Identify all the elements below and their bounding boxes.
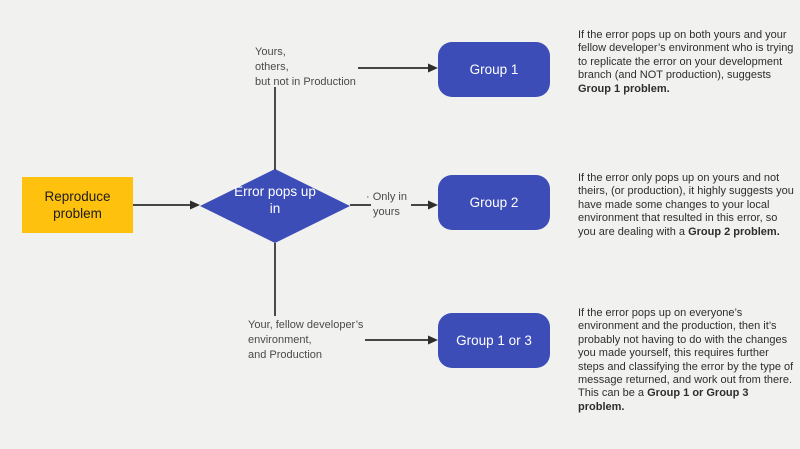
condition-label-bottom-branch: Your, fellow developer’s environment, an… <box>248 318 363 363</box>
annotation-text: If the error only pops up on yours and n… <box>578 172 794 238</box>
result-node-label: Group 1 <box>469 62 519 77</box>
condition-label-middle-branch: · Only in yours <box>366 190 407 220</box>
result-node-group-1-or-3: Group 1 or 3 <box>438 313 550 368</box>
arrowhead-into-decision <box>190 200 200 210</box>
arrowhead-into-group2 <box>428 200 438 210</box>
arrowhead-into-group1 <box>428 63 438 73</box>
annotation-bold-conclusion: Group 1 or Group 3 problem. <box>578 387 749 413</box>
annotation-group-1: If the error pops up on both yours and y… <box>578 29 796 96</box>
annotation-text: If the error pops up on everyone’s envir… <box>578 307 794 400</box>
decision-node-label: Error pops up in <box>234 184 316 216</box>
condition-line: but not in Production <box>255 76 356 88</box>
annotation-bold-conclusion: Group 1 problem. <box>578 82 670 95</box>
annotation-group-2: If the error only pops up on yours and n… <box>578 172 796 239</box>
result-node-group-2: Group 2 <box>438 175 550 230</box>
condition-line: yours <box>373 206 400 218</box>
decision-diamond-shape <box>200 169 350 243</box>
condition-line: others, <box>255 61 289 73</box>
arrowhead-into-group3 <box>428 335 438 345</box>
result-node-label: Group 2 <box>469 195 519 210</box>
condition-line: environment, <box>248 334 312 346</box>
start-node-reproduce-problem: Reproduce problem <box>22 177 133 233</box>
condition-label-top-branch: Yours, others, but not in Production <box>255 45 356 90</box>
condition-line: and Production <box>248 349 322 361</box>
annotation-group-1-or-3: If the error pops up on everyone’s envir… <box>578 307 796 414</box>
condition-line: Yours, <box>255 46 286 58</box>
condition-line: · Only in <box>366 191 407 203</box>
annotation-text: If the error pops up on both yours and y… <box>578 29 794 82</box>
result-node-label: Group 1 or 3 <box>456 333 532 348</box>
result-node-group-1: Group 1 <box>438 42 550 97</box>
annotation-bold-conclusion: Group 2 problem. <box>688 225 780 238</box>
start-node-label: Reproduce problem <box>44 189 111 221</box>
condition-line: Your, fellow developer’s <box>248 319 364 331</box>
